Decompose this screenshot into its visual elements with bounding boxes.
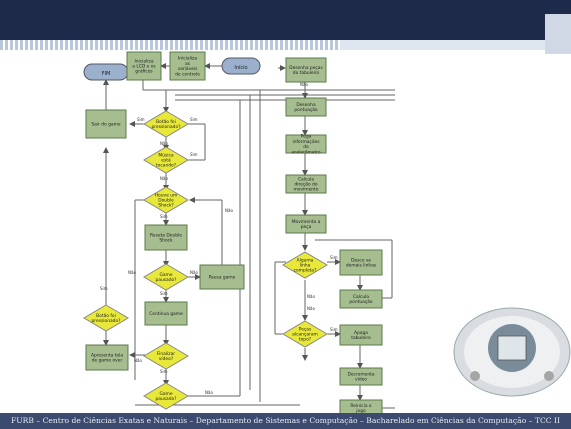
edge-label: Sim — [160, 214, 168, 219]
box-calc-score — [339, 289, 383, 309]
box-draw-board — [285, 57, 327, 83]
edge-label: Não — [225, 208, 233, 213]
decision-line-complete — [282, 251, 328, 279]
box-pause-game-label: Pausa game — [209, 275, 236, 281]
terminal-end: FIM — [83, 63, 129, 81]
edge-label: Sim — [330, 327, 338, 332]
box-draw-score — [285, 97, 327, 117]
box-game-over — [85, 344, 129, 371]
box-game-exit — [85, 109, 127, 139]
box-continue-game-label: Continua game — [149, 311, 183, 317]
box-init-lcd — [126, 51, 162, 81]
edge-label: Sim — [330, 255, 338, 260]
box-game-exit-label: Sair do game — [91, 122, 121, 128]
edge-label: Sim — [190, 152, 198, 157]
box-erase-board — [339, 324, 383, 346]
svg-text:FIM: FIM — [102, 71, 111, 77]
box-get-info — [285, 134, 327, 154]
slide-footer: FURB – Centro de Ciências Exatas e Natur… — [0, 413, 571, 429]
edge-label: Sim — [160, 291, 168, 296]
svg-text:Início: Início — [234, 64, 247, 71]
box-pause-game — [199, 264, 245, 290]
box-move-piece — [285, 214, 327, 234]
decision-music-playing — [143, 146, 189, 174]
edge-label: Não — [134, 358, 142, 363]
header-grid-decoration — [340, 14, 571, 54]
edge-label: Sim — [160, 369, 168, 374]
edge-label: Não — [128, 270, 136, 275]
edge-label: Não — [160, 141, 168, 146]
edge-label: Não — [300, 82, 308, 87]
edge-label: Não — [307, 294, 315, 299]
edge-label: Não — [307, 306, 315, 311]
edge-label: Sim — [100, 286, 108, 291]
edge-label: Não — [190, 270, 198, 275]
decision-exit-pressed — [143, 110, 189, 138]
slide-header-stripes — [0, 40, 571, 50]
box-continue-game — [144, 301, 188, 326]
decision-pieces-top — [282, 320, 328, 348]
decision-game-paused — [143, 263, 189, 291]
device-illustration — [453, 307, 571, 397]
decision-double-shock — [143, 186, 189, 214]
decision-game-paused-2 — [143, 382, 189, 410]
edge-label: Sim — [190, 117, 198, 122]
box-reset-video — [339, 367, 383, 386]
box-erase-lines — [339, 249, 383, 276]
edge-label: Não — [160, 176, 168, 181]
terminal-start: Início — [221, 57, 261, 75]
decision-finish-video — [143, 342, 189, 370]
edge-label: Não — [205, 390, 213, 395]
box-restart-game — [339, 399, 383, 413]
box-calc-direction — [285, 174, 327, 194]
decision-button-pressed — [83, 304, 129, 332]
box-init-vars — [169, 51, 206, 81]
edge-label: Sim — [137, 117, 145, 122]
slide-header-bar — [0, 0, 571, 40]
box-reset-double-shock — [144, 224, 188, 251]
